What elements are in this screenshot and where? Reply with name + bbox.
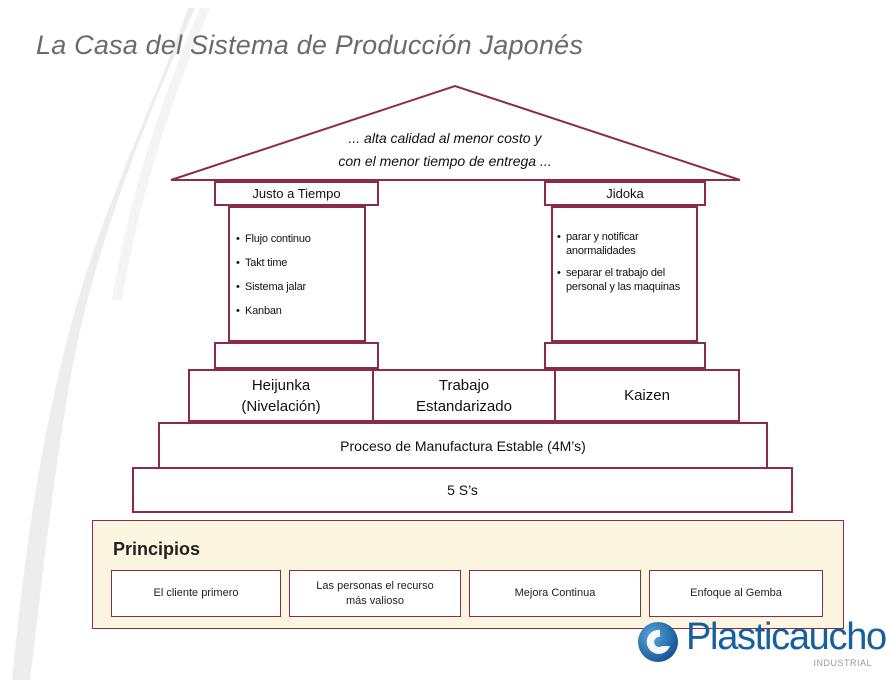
pillar-right-base [544,342,706,369]
trabajo-estandarizado-label: Trabajo Estandarizado [416,376,512,415]
roof [170,84,741,181]
principle-label: Mejora Continua [514,587,596,599]
principle-mejora: Mejora Continua [469,570,641,617]
list-item: Flujo continuo [236,233,311,245]
trabajo-estandarizado-box: Trabajo Estandarizado [372,369,556,422]
list-item: separar el trabajo del personal y las ma… [557,266,686,294]
pillar-left-base [214,342,379,369]
list-item: parar y notificar anormalidades [557,230,686,258]
roof-text-line-2: con el menor tiempo de entrega ... [338,153,552,169]
logo-icon [638,622,678,662]
pillar-right-title: Jidoka [606,186,644,201]
proceso-label: Proceso de Manufactura Estable (4M’s) [340,437,586,454]
principle-personas: Las personas el recurso más valioso [289,570,461,617]
pillar-left-shaft: Flujo continuo Takt time Sistema jalar K… [228,206,366,342]
list-item: Takt time [236,257,311,269]
logo-text: Plasticaucho [686,616,886,658]
pillar-left-title: Justo a Tiempo [252,186,341,201]
heijunka-box: Heijunka (Nivelación) [188,369,374,422]
pillar-left-capital: Justo a Tiempo [214,181,379,206]
principle-gemba: Enfoque al Gemba [649,570,823,617]
pillar-right-shaft: parar y notificar anormalidades separar … [551,206,698,342]
principle-label: Enfoque al Gemba [690,587,782,599]
pillar-right-list: parar y notificar anormalidades separar … [557,230,686,302]
principle-label: El cliente primero [153,587,239,599]
roof-text-line-1: ... alta calidad al menor costo y [348,130,542,146]
pillar-left-list: Flujo continuo Takt time Sistema jalar K… [236,233,311,329]
principle-label: Las personas el recurso más valioso [316,579,434,607]
principios-panel: Principios El cliente primero Las person… [92,520,844,629]
pillar-right-capital: Jidoka [544,181,706,206]
kaizen-label: Kaizen [624,387,670,404]
list-item: Sistema jalar [236,281,311,293]
heijunka-label: Heijunka (Nivelación) [241,376,321,415]
five-s-step: 5 S’s [132,467,793,513]
plasticaucho-logo: Plasticaucho INDUSTRIAL [628,614,886,676]
five-s-label: 5 S’s [447,482,478,498]
principios-title: Principios [113,539,201,559]
principle-cliente: El cliente primero [111,570,281,617]
list-item: Kanban [236,305,311,317]
logo-subtitle: INDUSTRIAL [813,658,872,668]
proceso-step: Proceso de Manufactura Estable (4M’s) [158,422,768,469]
kaizen-box: Kaizen [554,369,740,422]
page-title: La Casa del Sistema de Producción Japoné… [36,30,584,60]
